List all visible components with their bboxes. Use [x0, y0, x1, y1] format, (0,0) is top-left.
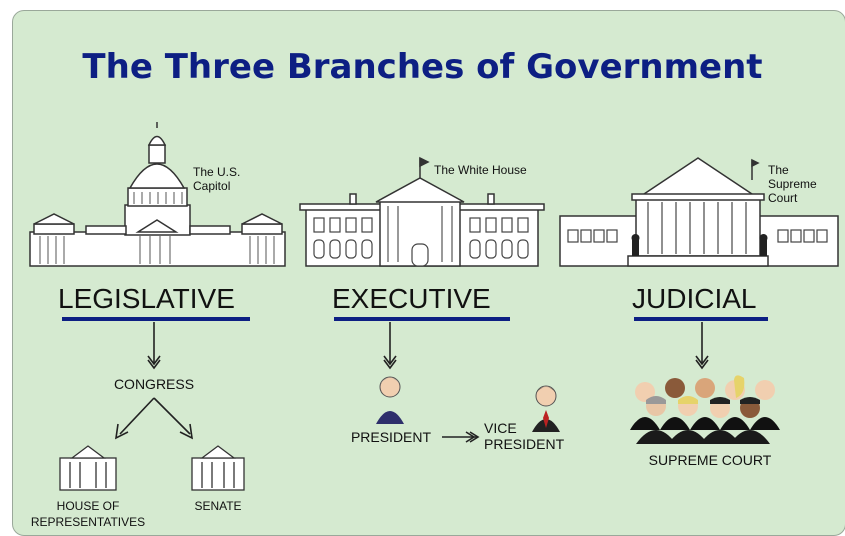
diagram-title: The Three Branches of Government	[82, 47, 763, 87]
flow-arrows	[114, 322, 709, 443]
congress-label: CONGRESS	[113, 376, 195, 392]
house-building-icon	[59, 445, 117, 491]
vice-president-figure-icon	[532, 385, 560, 432]
vice-president-label: VICE PRESIDENT	[484, 420, 565, 452]
judicial-heading: JUDICIAL	[632, 283, 757, 314]
justices-group-icon	[630, 375, 780, 444]
white-house-building-icon	[299, 156, 545, 267]
capitol-caption: The U.S. Capitol	[193, 165, 241, 193]
capitol-building-icon	[29, 122, 286, 267]
house-label: HOUSE OF REPRESENTATIVES	[30, 499, 146, 529]
white-house-caption: The White House	[434, 163, 527, 177]
supreme-court-building-icon	[559, 157, 839, 267]
supreme-court-label: SUPREME COURT	[648, 452, 772, 468]
legislative-underline	[62, 317, 250, 321]
senate-label: SENATE	[194, 499, 242, 513]
president-label: PRESIDENT	[350, 429, 432, 445]
diagram-panel	[12, 10, 845, 536]
supreme-court-caption: The Supreme Court	[768, 163, 817, 205]
executive-heading: EXECUTIVE	[332, 283, 491, 314]
judicial-underline	[634, 317, 768, 321]
legislative-heading: LEGISLATIVE	[58, 283, 235, 314]
president-figure-icon	[376, 376, 404, 424]
senate-building-icon	[191, 445, 245, 491]
executive-underline	[334, 317, 510, 321]
